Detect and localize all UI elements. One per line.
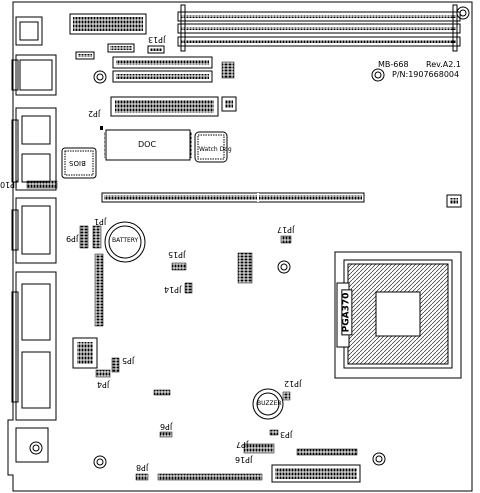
jp14-label: JP14	[164, 285, 182, 294]
board-revision: Rev.A2.1	[426, 60, 461, 69]
jp3-label: JP3	[280, 430, 293, 439]
jp6-label: JP6	[160, 422, 173, 431]
watchdog-chip-label: Watch Dog	[199, 146, 232, 153]
board-model: MB-668	[378, 60, 409, 69]
bios-chip-label: BIOS	[69, 159, 86, 167]
jp2-label: JP2	[88, 109, 101, 118]
dimm-slots	[177, 4, 461, 52]
buzzer-label: BUZZER	[257, 400, 282, 407]
jp15-label: JP15	[168, 250, 186, 259]
bios-chip-outline	[61, 147, 97, 179]
atx-power-connector	[69, 13, 147, 35]
watchdog-chip-outline	[194, 131, 228, 163]
jp13-header	[107, 43, 135, 53]
ide-connectors	[110, 56, 219, 117]
jp16-label: JP16	[235, 455, 253, 464]
jp13-label: JP13	[148, 35, 166, 44]
battery	[104, 221, 146, 263]
battery-label: BATTERY	[112, 237, 139, 244]
doc-chip-label: DOC	[138, 140, 157, 149]
jp1-label: JP1	[94, 217, 107, 226]
jp5-label: JP5	[122, 356, 135, 365]
jp12-label: JP12	[284, 379, 302, 388]
jp4-label: JP4	[97, 380, 110, 389]
cpu-socket	[334, 251, 462, 379]
jp10-label: JP10	[0, 180, 18, 189]
mounting-holes	[29, 6, 470, 469]
buzzer	[252, 388, 284, 420]
jp9-label: JP9	[66, 234, 79, 243]
jp8-label: JP8	[136, 463, 149, 472]
fan-header	[75, 51, 95, 60]
rear-io	[11, 16, 57, 463]
jp17-label: JP17	[277, 225, 295, 234]
board-part-number: P/N:1907668004	[392, 70, 460, 79]
bottom-ide-connector	[271, 464, 361, 483]
board-outline	[7, 1, 473, 492]
expansion-slot	[101, 192, 365, 203]
cpu-socket-label: PGA370	[341, 289, 353, 336]
jp7-label: JP7	[236, 440, 249, 449]
